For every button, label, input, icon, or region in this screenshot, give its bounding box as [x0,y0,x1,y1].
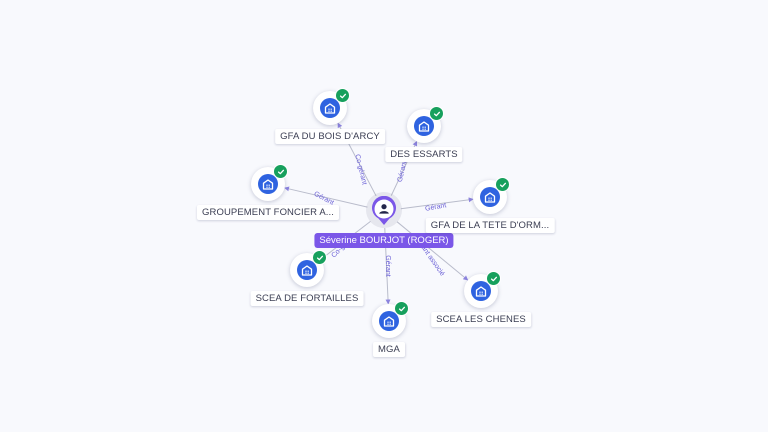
edge-label: Gérant [425,202,447,213]
person-label[interactable]: Séverine BOURJOT (ROGER) [314,233,454,248]
building-icon [414,116,434,136]
verified-check-icon [335,88,350,103]
verified-check-icon [429,106,444,121]
verified-check-icon [486,271,501,286]
company-label[interactable]: SCEA DE FORTAILLES [250,291,364,306]
company-circle[interactable] [313,88,350,125]
verified-check-icon [394,301,409,316]
company-circle[interactable] [290,250,327,287]
building-icon [320,98,340,118]
company-circle[interactable] [407,106,444,143]
company-circle[interactable] [372,301,409,338]
company-label[interactable]: GROUPEMENT FONCIER A... [197,205,339,220]
edge-line [400,197,474,210]
verified-check-icon [273,164,288,179]
edge-line [396,221,469,281]
building-icon [379,311,399,331]
company-label[interactable]: GFA DE LA TETE D'ORM... [425,218,555,233]
verified-check-icon [312,250,327,265]
company-label[interactable]: GFA DU BOIS D'ARCY [275,129,385,144]
building-icon [480,187,500,207]
company-label[interactable]: SCEA LES CHENES [431,312,531,327]
edge-label: Gérant [397,160,409,182]
building-icon [297,260,317,280]
company-circle[interactable] [251,164,288,201]
verified-check-icon [495,177,510,192]
edge-label: Co-gérant [353,154,367,186]
person-icon [372,196,396,225]
edge-label: Gérant [384,255,391,276]
edge-line [284,186,368,208]
company-label[interactable]: MGA [373,342,405,357]
company-label[interactable]: DES ESSARTS [385,147,463,162]
company-circle[interactable] [473,177,510,214]
building-icon [471,281,491,301]
building-icon [258,174,278,194]
company-circle[interactable] [464,271,501,308]
